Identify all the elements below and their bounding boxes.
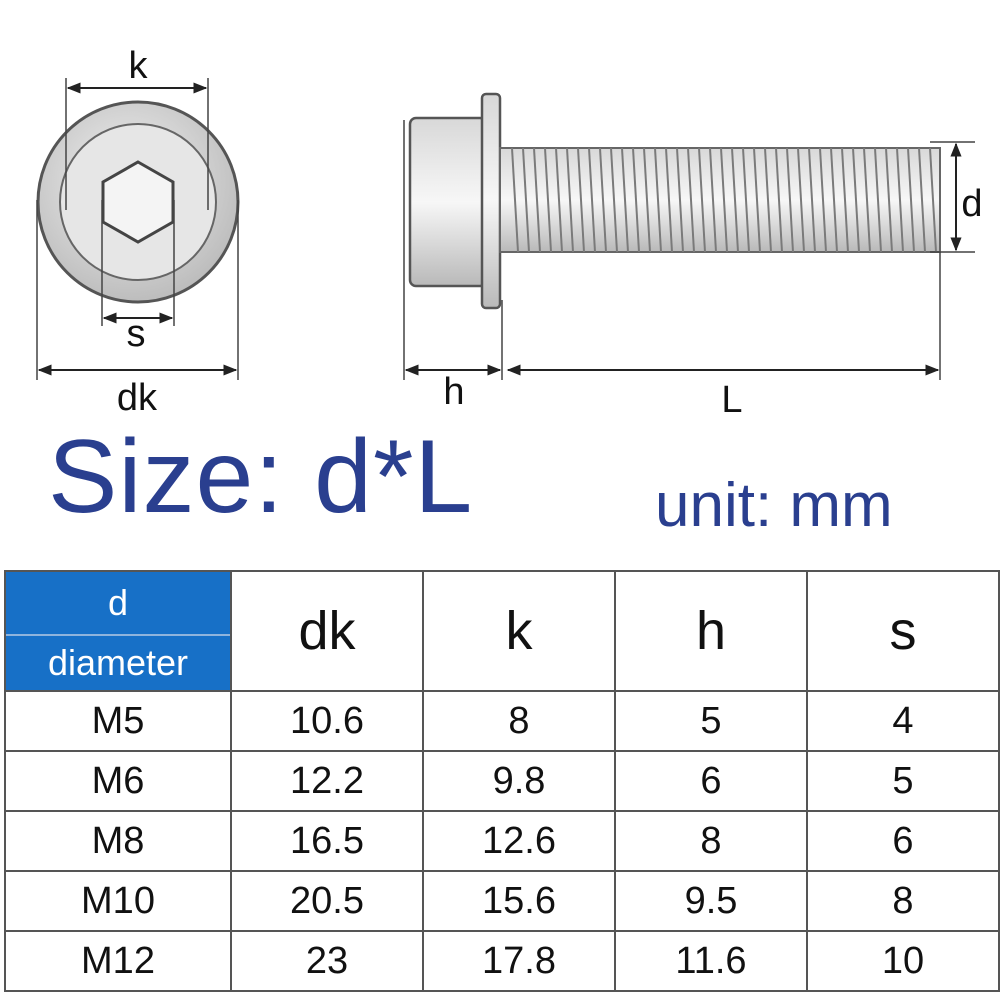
thread-line <box>764 147 772 253</box>
thread-line <box>731 147 739 253</box>
h-label: h <box>443 371 464 413</box>
thread-line <box>874 147 882 253</box>
thread-line <box>742 147 750 253</box>
header-diameter: diameter <box>47 642 189 683</box>
cell-h: 5 <box>614 690 808 752</box>
unit-label: unit: mm <box>655 471 893 540</box>
thread-line <box>533 147 541 253</box>
header-s: s <box>806 570 1000 692</box>
cell-h: 11.6 <box>614 930 808 992</box>
thread-line <box>698 147 706 253</box>
thread-line <box>852 147 860 253</box>
size-title: Size: d*L <box>48 419 474 535</box>
spec-table-header-row: d diameter dk k h s <box>4 570 1000 692</box>
thread-line <box>544 147 552 253</box>
thread-line <box>665 147 673 253</box>
thread-line <box>863 147 871 253</box>
thread-line <box>907 147 915 253</box>
thread-line <box>819 147 827 253</box>
thread-line <box>808 147 816 253</box>
thread-line <box>709 147 717 253</box>
cell-k: 9.8 <box>422 750 616 812</box>
screw-side-view: d h L <box>403 92 983 421</box>
cell-dk: 10.6 <box>230 690 424 752</box>
head-top-view: k s dk <box>36 45 240 419</box>
cell-k: 17.8 <box>422 930 616 992</box>
cell-s: 4 <box>806 690 1000 752</box>
thread-line <box>621 147 629 253</box>
L-label: L <box>721 379 742 421</box>
thread-line <box>687 147 695 253</box>
cell-size: M12 <box>4 930 232 992</box>
thread-line <box>720 147 728 253</box>
d-label: d <box>961 183 982 225</box>
cell-size: M8 <box>4 810 232 872</box>
thread-line <box>797 147 805 253</box>
cell-s: 5 <box>806 750 1000 812</box>
header-d-diameter: d diameter <box>4 570 232 692</box>
thread-line <box>775 147 783 253</box>
table-row: M5 10.6 8 5 4 <box>4 690 1000 752</box>
header-h: h <box>614 570 808 692</box>
thread-line <box>786 147 794 253</box>
cell-size: M5 <box>4 690 232 752</box>
thread-line <box>588 147 596 253</box>
thread-line <box>918 147 926 253</box>
table-row: M12 23 17.8 11.6 10 <box>4 930 1000 992</box>
thread-line <box>676 147 684 253</box>
header-dk: dk <box>230 570 424 692</box>
k-label: k <box>129 45 149 87</box>
header-d: d <box>6 572 230 636</box>
cell-s: 8 <box>806 870 1000 932</box>
thread-line <box>511 147 519 253</box>
screw-threads <box>511 147 937 253</box>
thread-line <box>522 147 530 253</box>
cell-size: M10 <box>4 870 232 932</box>
thread-line <box>632 147 640 253</box>
hex-socket-icon <box>101 160 175 244</box>
cell-size: M6 <box>4 750 232 812</box>
table-row: M10 20.5 15.6 9.5 8 <box>4 870 1000 932</box>
cell-h: 9.5 <box>614 870 808 932</box>
thread-line <box>896 147 904 253</box>
cell-k: 12.6 <box>422 810 616 872</box>
cell-dk: 12.2 <box>230 750 424 812</box>
thread-line <box>841 147 849 253</box>
cell-s: 6 <box>806 810 1000 872</box>
cell-k: 15.6 <box>422 870 616 932</box>
cell-dk: 23 <box>230 930 424 992</box>
table-row: M8 16.5 12.6 8 6 <box>4 810 1000 872</box>
thread-line <box>566 147 574 253</box>
screw-head-side <box>408 116 488 288</box>
thread-line <box>643 147 651 253</box>
cell-dk: 20.5 <box>230 870 424 932</box>
thread-line <box>555 147 563 253</box>
thread-line <box>830 147 838 253</box>
thread-line <box>929 147 937 253</box>
cell-dk: 16.5 <box>230 810 424 872</box>
cell-s: 10 <box>806 930 1000 992</box>
thread-line <box>885 147 893 253</box>
thread-line <box>610 147 618 253</box>
spec-table: d diameter dk k h s M5 10.6 8 5 4 M6 12.… <box>4 570 1000 992</box>
cell-k: 8 <box>422 690 616 752</box>
screw-dimension-drawing: k s dk d h L <box>36 45 983 421</box>
screw-flange <box>480 92 502 310</box>
thread-line <box>599 147 607 253</box>
thread-line <box>577 147 585 253</box>
table-row: M6 12.2 9.8 6 5 <box>4 750 1000 812</box>
thread-line <box>654 147 662 253</box>
screw-shaft <box>499 147 941 253</box>
dk-label: dk <box>117 377 158 419</box>
header-k: k <box>422 570 616 692</box>
s-label: s <box>127 313 146 355</box>
cell-h: 8 <box>614 810 808 872</box>
thread-line <box>753 147 761 253</box>
cell-h: 6 <box>614 750 808 812</box>
